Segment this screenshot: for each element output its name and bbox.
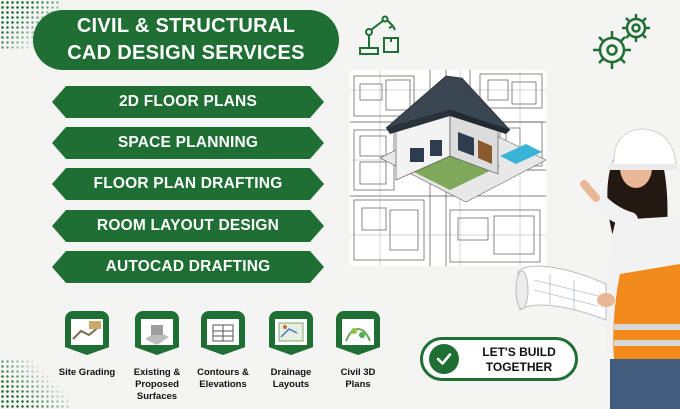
cta-line-2: TOGETHER <box>485 360 553 374</box>
service-autocad-drafting: AUTOCAD DRAFTING <box>52 251 324 283</box>
drainage-icon <box>269 311 313 355</box>
feature-existing-proposed-surfaces: Existing & Proposed Surfaces <box>126 311 188 403</box>
feature-civil-3d-plans: Civil 3D Plans <box>327 311 389 391</box>
feature-contours-elevations: Contours & Elevations <box>192 311 254 391</box>
feature-label: Existing & Proposed Surfaces <box>133 367 181 402</box>
civil-3d-icon <box>336 311 380 355</box>
service-2d-floor-plans: 2D FLOOR PLANS <box>52 86 324 118</box>
cta-text: LET'S BUILD TOGETHER <box>465 345 573 375</box>
decorative-dots-bottom-left <box>0 359 70 409</box>
gears-icon <box>593 14 650 69</box>
feature-label: Site Grading <box>58 367 116 378</box>
feature-site-grading: Site Grading <box>56 311 118 379</box>
service-space-planning: SPACE PLANNING <box>52 127 324 159</box>
service-room-layout-design: ROOM LAYOUT DESIGN <box>52 210 324 242</box>
site-grading-icon <box>65 311 109 355</box>
page-title: CIVIL & STRUCTURAL CAD DESIGN SERVICES <box>33 10 339 70</box>
feature-label: Civil 3D Plans <box>340 367 376 390</box>
blueprint-house-illustration <box>350 70 546 266</box>
engineer-woman-illustration <box>515 128 680 409</box>
feature-label: Contours & Elevations <box>197 367 249 390</box>
checkmark-icon <box>429 344 459 374</box>
robot-arm-icon <box>359 15 399 55</box>
title-line-2: CAD DESIGN SERVICES <box>67 42 305 64</box>
contours-icon <box>201 311 245 355</box>
surfaces-icon <box>135 311 179 355</box>
service-floor-plan-drafting: FLOOR PLAN DRAFTING <box>52 168 324 200</box>
lets-build-together-button[interactable]: LET'S BUILD TOGETHER <box>420 337 578 381</box>
feature-drainage-layouts: Drainage Layouts <box>260 311 322 391</box>
feature-label: Drainage Layouts <box>270 367 312 390</box>
title-line-1: CIVIL & STRUCTURAL <box>76 15 296 37</box>
cta-line-1: LET'S BUILD <box>482 345 556 359</box>
